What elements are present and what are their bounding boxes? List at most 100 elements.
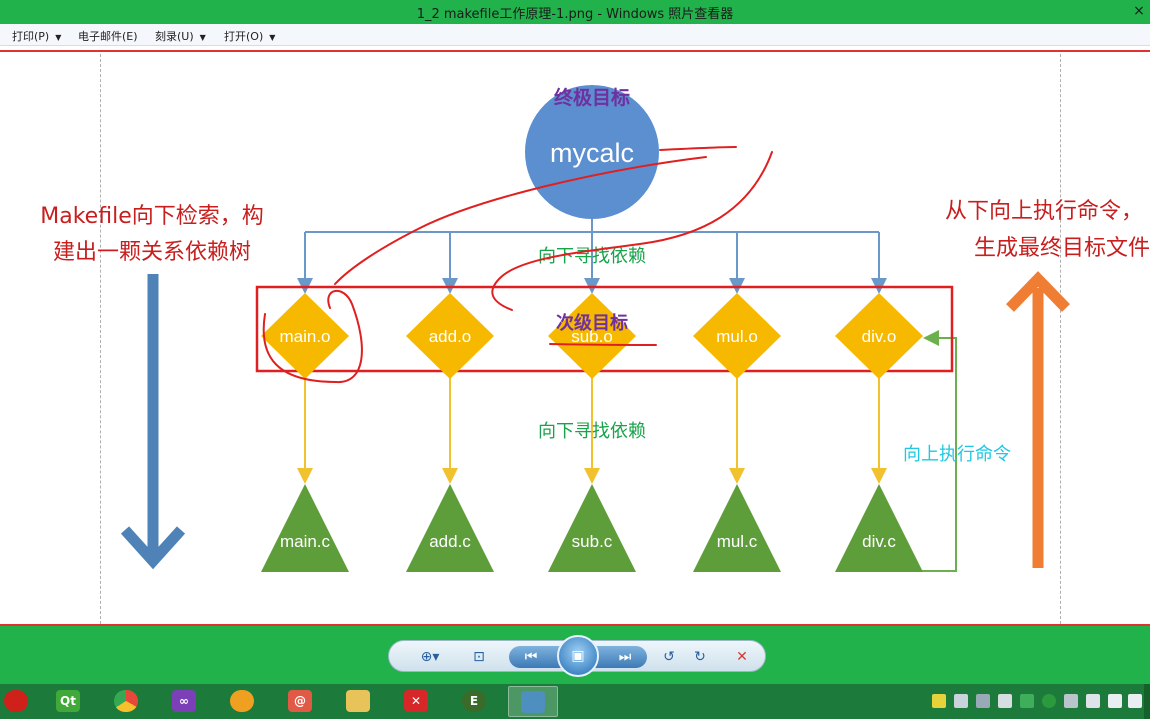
root-caption: 终极目标 <box>554 86 630 109</box>
level3-nodes: main.c add.c sub.c mul.c div.c <box>261 484 923 572</box>
slide-right-guide <box>1060 54 1061 624</box>
dependency-label-top: 向下寻找依赖 <box>538 246 646 267</box>
diamond-label-mul: mul.o <box>716 327 758 346</box>
diamond-node-div <box>835 293 923 379</box>
volume-tray-icon[interactable] <box>1128 694 1142 708</box>
chevron-down-icon: ▼ <box>55 33 62 42</box>
file-explorer-icon[interactable] <box>334 686 384 717</box>
triangle-label-main: main.c <box>280 532 331 551</box>
diamond-label-main: main.o <box>279 327 330 346</box>
folder-glyph <box>346 690 370 712</box>
level2-nodes: main.o add.o sub.o mul.o div.o <box>261 293 923 379</box>
snail-app-icon[interactable]: @ <box>276 686 326 717</box>
menu-open-label: 打开(O) <box>224 30 264 43</box>
photo-viewer-glyph <box>521 691 545 713</box>
right-note-line1: 从下向上执行命令， <box>945 199 1143 224</box>
level2-caption: 次级目标 <box>556 312 628 334</box>
exec-feedback-line <box>922 330 957 572</box>
diamond-label-add: add.o <box>429 327 472 346</box>
taskbar: Qt ∞ @ ✕ E <box>0 684 1150 719</box>
arrow-up-icon <box>1006 271 1070 568</box>
diamond-node-add <box>406 293 494 379</box>
visual-studio-icon[interactable]: ∞ <box>160 686 210 717</box>
device-tray-icon[interactable] <box>976 694 990 708</box>
triangle-node-main <box>261 484 349 572</box>
triangle-node-sub <box>548 484 636 572</box>
menu-print-label: 打印(P) <box>12 30 50 43</box>
image-viewport[interactable]: mycalc 终极目标 main.o add.o sub.o mul.o div… <box>0 46 1150 626</box>
network-tray-icon[interactable] <box>1108 694 1122 708</box>
ime-tray-icon[interactable] <box>998 694 1012 708</box>
diamond-node-mul <box>693 293 781 379</box>
xmind-icon[interactable]: ✕ <box>392 686 442 717</box>
triangle-label-sub: sub.c <box>572 532 613 551</box>
blue-connectors <box>297 216 887 294</box>
previous-button[interactable]: ⏮ <box>524 649 538 665</box>
keyboard-tray-icon[interactable] <box>1086 694 1100 708</box>
yellow-connectors <box>297 376 887 484</box>
snail-glyph: @ <box>288 690 312 712</box>
triangle-node-mul <box>693 484 781 572</box>
menu-email[interactable]: 电子邮件(E) <box>78 28 138 44</box>
viewer-toolbar: ⊕▾ ⊡ ⏮ ⏭ ▣ ↺ ↻ ✕ <box>388 635 766 677</box>
chat-tray-icon[interactable] <box>954 694 968 708</box>
arrow-down-icon <box>120 274 186 570</box>
root-target-node <box>525 85 659 219</box>
zoom-button[interactable]: ⊕▾ <box>420 649 440 665</box>
visual-studio-glyph: ∞ <box>172 690 196 712</box>
update-tray-icon[interactable] <box>1020 694 1034 708</box>
security-tray-icon[interactable] <box>1042 694 1056 708</box>
level2-highlight-box <box>255 285 954 373</box>
dependency-diagram: mycalc 终极目标 main.o add.o sub.o mul.o div… <box>40 85 1150 572</box>
menu-bar: 打印(P) ▼ 电子邮件(E) 刻录(U) ▼ 打开(O) ▼ <box>0 24 1150 46</box>
delete-button[interactable]: ✕ <box>736 649 748 665</box>
window-title: 1_2 makefile工作原理-1.png - Windows 照片查看器 <box>416 7 734 22</box>
actual-size-button[interactable]: ⊡ <box>473 649 485 665</box>
close-button[interactable]: × <box>1133 3 1145 19</box>
menu-burn-label: 刻录(U) <box>155 30 194 43</box>
dependency-label-mid: 向下寻找依赖 <box>538 421 646 442</box>
triangle-label-mul: mul.c <box>717 532 758 551</box>
viewer-control-strip: ⊕▾ ⊡ ⏮ ⏭ ▣ ↺ ↻ ✕ <box>0 626 1150 684</box>
triangle-label-div: div.c <box>862 532 896 551</box>
menu-burn[interactable]: 刻录(U) ▼ <box>155 28 206 44</box>
rotate-left-button[interactable]: ↺ <box>663 649 675 665</box>
triangle-node-add <box>406 484 494 572</box>
slide-top-border <box>0 50 1150 52</box>
diamond-node-main <box>261 293 349 379</box>
slideshow-button[interactable]: ▣ <box>557 635 599 677</box>
triangle-label-add: add.c <box>429 532 471 551</box>
triangle-node-div <box>835 484 923 572</box>
menu-email-label: 电子邮件(E) <box>78 30 138 43</box>
pen-annotations <box>262 146 773 384</box>
slide-left-guide <box>100 54 101 624</box>
pen-tray-icon[interactable] <box>932 694 946 708</box>
left-note-line2: 建出一颗关系依赖树 <box>53 240 251 265</box>
photo-viewer-icon[interactable] <box>508 686 558 717</box>
left-note-line1: Makefile向下检索，构 <box>40 204 263 229</box>
menu-open[interactable]: 打开(O) ▼ <box>224 28 275 44</box>
root-target-label: mycalc <box>550 138 634 168</box>
diamond-label-div: div.o <box>862 327 897 346</box>
right-note-line2: 生成最终目标文件 <box>974 236 1150 261</box>
title-bar: 1_2 makefile工作原理-1.png - Windows 照片查看器 × <box>0 0 1150 24</box>
qt-icon[interactable]: Qt <box>44 686 94 717</box>
qt-glyph: Qt <box>56 690 80 712</box>
editplus-icon[interactable]: E <box>450 686 500 717</box>
editplus-glyph: E <box>462 690 486 712</box>
clock-tray-icon[interactable] <box>1064 694 1078 708</box>
red-app-glyph <box>4 690 28 712</box>
next-button[interactable]: ⏭ <box>618 649 632 665</box>
diamond-label-sub: sub.o <box>571 327 613 346</box>
paint-icon[interactable] <box>218 686 268 717</box>
red-app-icon[interactable] <box>0 686 42 717</box>
chevron-down-icon: ▼ <box>199 33 206 42</box>
menu-print[interactable]: 打印(P) ▼ <box>12 28 61 44</box>
show-desktop-button[interactable] <box>1144 684 1150 719</box>
chrome-icon[interactable] <box>102 686 152 717</box>
chrome-glyph <box>114 690 138 712</box>
chevron-down-icon: ▼ <box>269 33 276 42</box>
slide-bottom-border <box>0 624 1150 626</box>
rotate-right-button[interactable]: ↻ <box>694 649 706 665</box>
exec-label: 向上执行命令 <box>903 444 1011 465</box>
